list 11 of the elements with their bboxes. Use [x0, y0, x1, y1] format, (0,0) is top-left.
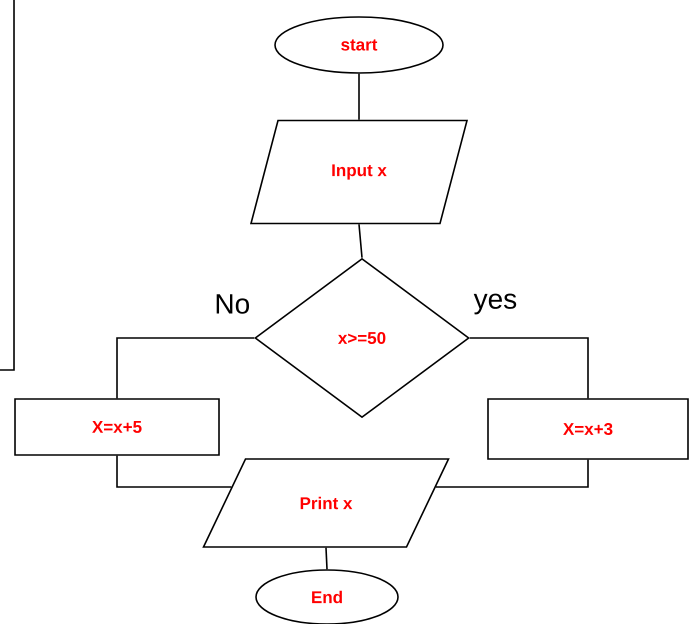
- connector-line: [436, 460, 589, 488]
- connector-line: [116, 337, 254, 398]
- process-box: X=x+5: [14, 398, 220, 456]
- connector-line: [116, 456, 232, 488]
- process-box: X=x+3: [487, 398, 689, 460]
- connector-line: [325, 548, 328, 570]
- connector-line: [358, 224, 363, 258]
- connector-line: [358, 74, 360, 120]
- edge-label: No: [213, 293, 252, 315]
- edge-label: yes: [472, 292, 518, 316]
- connector-line: [470, 337, 589, 398]
